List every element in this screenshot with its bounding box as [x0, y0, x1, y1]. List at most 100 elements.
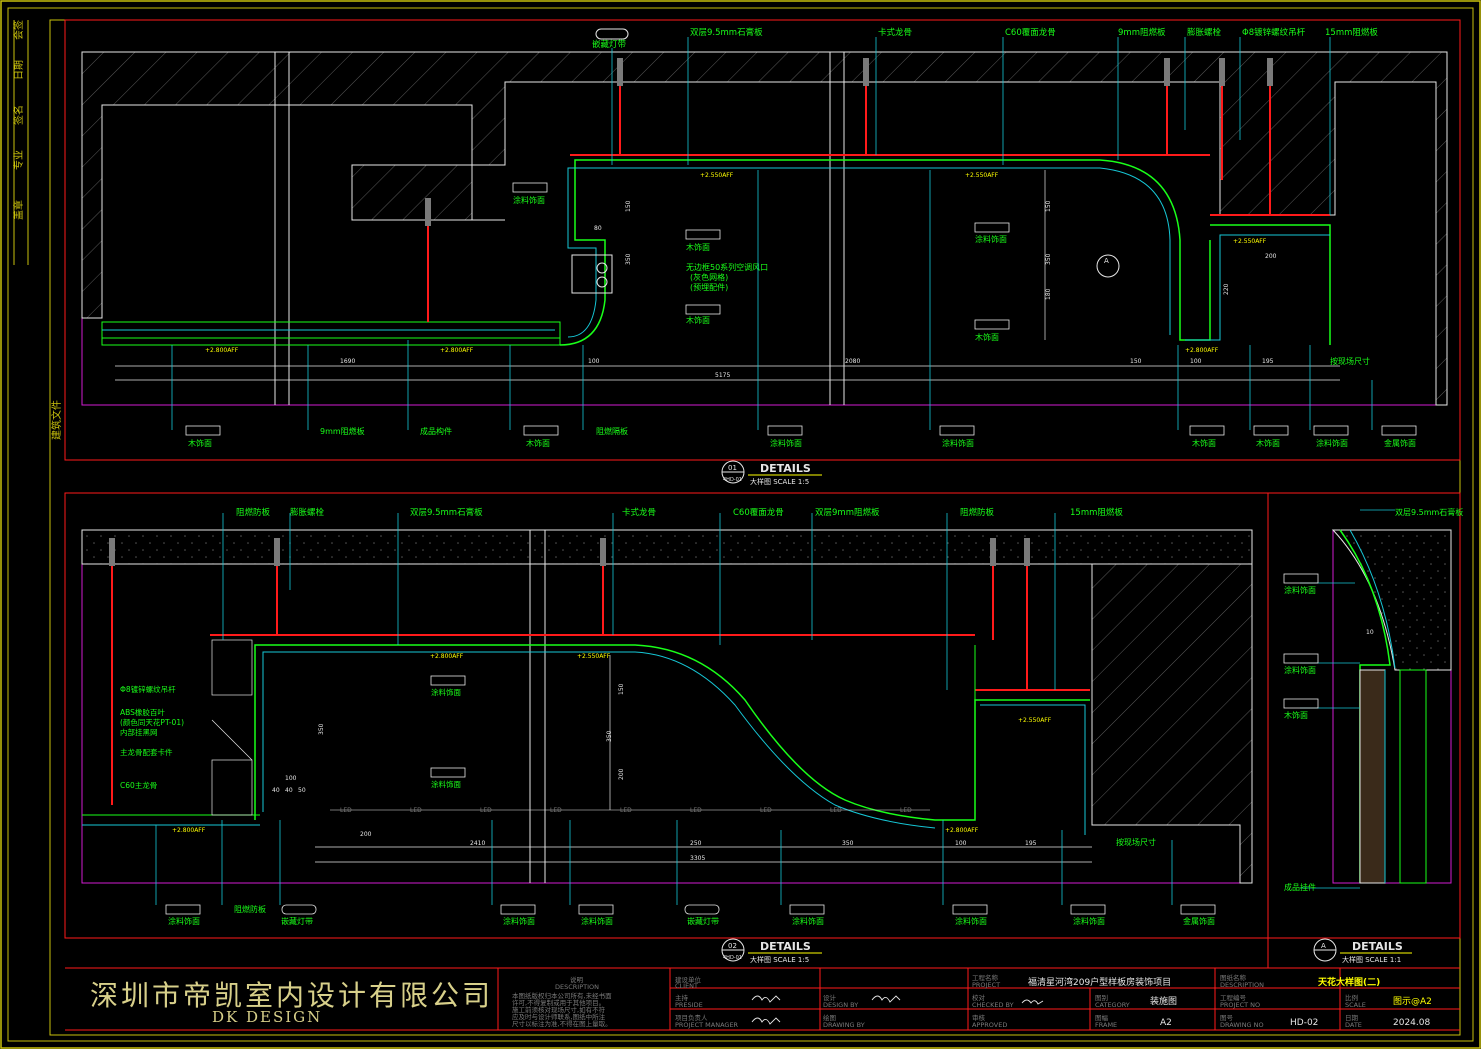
tb-category-en: CATEGORY — [1095, 1001, 1130, 1009]
d02-dim-0: 200 — [360, 831, 372, 838]
d01-top-4: 9mm阻燃板 — [1118, 27, 1166, 38]
d02-site: 按现场尺寸 — [1116, 837, 1156, 847]
d01-dim-9: 180 — [1045, 288, 1052, 300]
d01-side-3: (灰色网格) — [690, 272, 728, 282]
d02-sub: 大样图 SCALE 1:5 — [750, 955, 809, 964]
d01-bot-5: 涂料饰面 — [770, 438, 802, 448]
stamp-bottom: 建筑文件 — [50, 400, 63, 440]
d02-bot-1: 阻燃防板 — [234, 904, 266, 914]
d02-dim-7: 150 — [618, 683, 625, 695]
da-dim: 10 — [1366, 629, 1374, 636]
tb-category-val: 装施图 — [1150, 995, 1177, 1007]
d02-dim-1: 2410 — [470, 840, 485, 847]
d02-top-4: C60覆面龙骨 — [733, 507, 784, 518]
d01-bot-9: 涂料饰面 — [1316, 438, 1348, 448]
d02-bot-0: 涂料饰面 — [168, 916, 200, 926]
d02-top-0: 阻燃防板 — [236, 507, 271, 518]
tb-dname: 图纸名称 — [1220, 973, 1247, 982]
d01-num: 01 — [728, 464, 737, 472]
d01-bot-1: 9mm阻燃板 — [320, 426, 365, 436]
d02-bot-4: 涂料饰面 — [581, 916, 613, 926]
d01-side-8: 按现场尺寸 — [1330, 356, 1370, 366]
d01-bot-7: 木饰面 — [1192, 438, 1216, 448]
d02-top-5: 双层9mm阻燃板 — [815, 507, 880, 518]
d02-elev-1: +2.550AFF — [577, 653, 611, 660]
title-block: 说明 DESCRIPTION 本图纸版权归本公司所有,未经书面 许可,不得复制或… — [65, 968, 1460, 1031]
d02-dim-9: 200 — [618, 768, 625, 780]
d01-side-4: (预埋配件) — [690, 282, 728, 292]
detail-a: 双层9.5mm石膏板 涂料饰面 涂料饰面 木饰面 成品挂件 10 A DETAI… — [1283, 507, 1463, 964]
d02-top-3: 卡式龙骨 — [622, 507, 656, 518]
tb-approved: 审核 — [972, 1013, 986, 1022]
tb-desc-4: 尺寸以标注为准,不得在图上量取。 — [512, 1019, 612, 1028]
d01-top-1: 双层9.5mm石膏板 — [690, 27, 763, 38]
d02-bot-7: 涂料饰面 — [955, 916, 987, 926]
d02-ref: 4HD-01 — [723, 955, 742, 961]
tb-category: 图别 — [1095, 993, 1108, 1002]
d02-side-6: 涂料饰面 — [431, 687, 461, 697]
tb-scale-val: 图示@A2 — [1393, 996, 1432, 1007]
tb-draw-en: DRAWING BY — [823, 1021, 865, 1029]
d01-side-1: 木饰面 — [686, 242, 710, 252]
d01-side-0: 涂料饰面 — [513, 195, 545, 205]
d02-elev-4: +2.800AFF — [945, 827, 979, 834]
tb-pno: 工程编号 — [1220, 993, 1247, 1002]
d02-top-6: 阻燃防板 — [960, 507, 995, 518]
d02-dim-10: 350 — [318, 723, 325, 735]
d01-top-0: 嵌藏灯带 — [592, 39, 627, 50]
d01-bot-4: 阻燃隔板 — [596, 426, 628, 436]
d02-led-3: LED — [550, 807, 562, 814]
tb-scale-en: SCALE — [1345, 1001, 1366, 1009]
d01-dim-7: 150 — [1045, 200, 1052, 212]
d02-bot-3: 涂料饰面 — [503, 916, 535, 926]
d02-side-4: 主龙骨配套卡件 — [120, 747, 173, 757]
tb-date: 日期 — [1345, 1014, 1359, 1022]
d02-bot-5: 嵌藏灯带 — [687, 916, 719, 926]
d02-side-5: C60主龙骨 — [120, 780, 157, 790]
left-stamp: 会签 日期 签名 专业 盖章 建筑文件 — [12, 20, 63, 440]
da-num: A — [1321, 942, 1326, 950]
da-note-0: 双层9.5mm石膏板 — [1395, 507, 1463, 517]
tb-drawing-no: HD-02 — [1290, 1018, 1318, 1028]
d01-side-5: 木饰面 — [686, 315, 710, 325]
tb-desc-3: 应及时与设计师联系,图纸中所注 — [512, 1012, 606, 1021]
tb-frame-en: FRAME — [1095, 1021, 1117, 1029]
detail-02: LED LED LED LED LED LED LED LED LED 200 … — [81, 507, 1253, 964]
d02-side-7: 涂料饰面 — [431, 779, 461, 789]
d02-elev-0: +2.800AFF — [430, 653, 464, 660]
tb-desc-label: 说明 — [570, 975, 584, 984]
tb-client: 建设单位 — [675, 975, 702, 984]
tb-frame: 图幅 — [1095, 1013, 1109, 1022]
d01-dim-8: 350 — [1045, 253, 1052, 265]
da-note-2: 涂料饰面 — [1284, 665, 1316, 675]
d01-dim-14: 80 — [594, 225, 602, 232]
stamp-5: 盖章 — [12, 200, 25, 220]
d01-sub: 大样图 SCALE 1:5 — [750, 477, 809, 486]
d02-elev-3: +2.550AFF — [1018, 717, 1052, 724]
d02-dim-13: 40 — [285, 787, 293, 794]
d01-dim-1: 2080 — [845, 358, 860, 365]
d01-dim-10: 350 — [625, 253, 632, 265]
d01-top-5: 膨胀螺栓 — [1187, 27, 1222, 38]
d02-side-0: Φ8镀锌螺纹吊杆 — [120, 684, 176, 694]
stamp-4: 专业 — [12, 150, 25, 170]
d01-bot-10: 金属饰面 — [1384, 438, 1416, 448]
stamp-2: 日期 — [13, 60, 25, 80]
tb-desc-label-en: DESCRIPTION — [555, 983, 599, 991]
d01-dim-4: 100 — [1190, 358, 1202, 365]
stamp-1: 会签 — [12, 20, 25, 40]
d02-bot-8: 涂料饰面 — [1073, 916, 1105, 926]
da-sub: 大样图 SCALE 1:1 — [1342, 955, 1401, 964]
d02-dim-14: 50 — [298, 787, 306, 794]
d01-top-2: 卡式龙骨 — [878, 27, 912, 38]
d02-side-2: (颜色同天花PT-01) — [120, 717, 184, 727]
d02-top-2: 双层9.5mm石膏板 — [410, 507, 483, 518]
d01-bot-6: 涂料饰面 — [942, 438, 974, 448]
d01-dim-12: 200 — [1265, 253, 1277, 260]
d01-ref: 4HD-01 — [723, 477, 742, 483]
d02-bot-2: 嵌藏灯带 — [281, 916, 313, 926]
d02-top-1: 膨胀螺栓 — [290, 507, 325, 518]
tb-desc-0: 本图纸版权归本公司所有,未经书面 — [512, 991, 612, 1000]
d02-led-2: LED — [480, 807, 492, 814]
